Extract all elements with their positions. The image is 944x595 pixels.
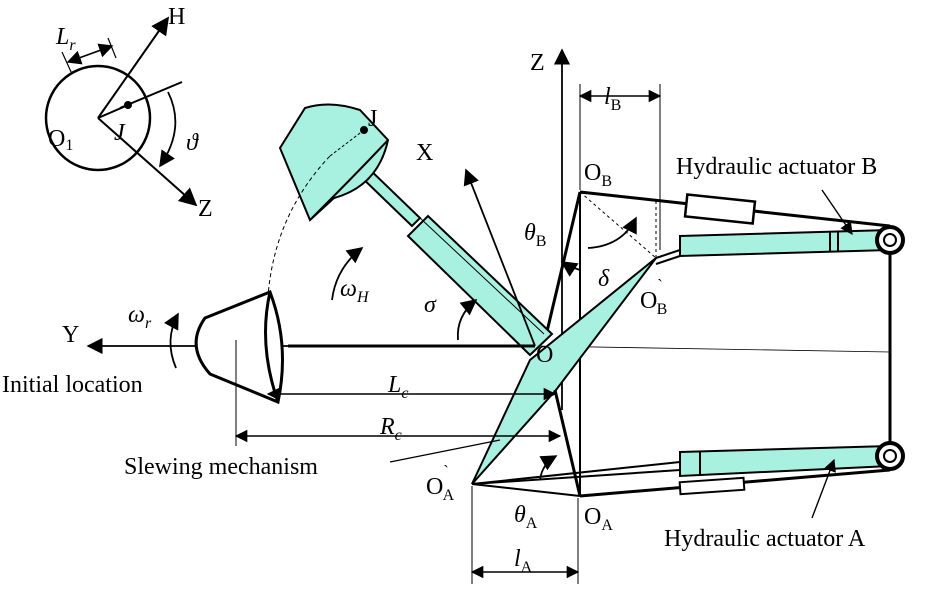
omega-r-label: ωr [128,302,152,332]
theta-a-label: θA [514,502,538,532]
omega-h-arc [331,247,364,301]
inset-lr-dim [66,43,114,65]
inset-h-axis [97,16,170,119]
sigma-arc [456,298,478,341]
pivot-a-inner [883,449,897,463]
center-line [534,345,891,353]
theta-b-label: θB [524,220,546,250]
delta-label: δ [598,266,610,292]
inset-lr-label: Lr [55,24,76,54]
oa-prime-label: O`A [426,463,455,504]
lc-label: Lc [387,372,408,402]
lb-label: lB [604,84,621,114]
actuator-a-bracket [678,476,746,496]
hydraulic-actuator-b [655,228,891,265]
inset-z-axis [97,117,198,207]
ob-dotted-1 [579,191,657,259]
leader-slewing [389,439,501,463]
boom-arm [354,162,554,357]
rc-label: Rc [379,414,402,444]
leader-hydraulic-b [821,189,853,236]
z-label: Z [530,50,545,76]
omega-h-label: ωH [340,276,370,306]
initial-location-label: Initial location [2,372,143,398]
hydraulic-b-label: Hydraulic actuator B [676,154,877,180]
inset-j-point [124,101,132,109]
pivot-b-inner [883,233,897,247]
frame-o-to-oa [553,389,582,497]
hydraulic-actuator-a [471,444,891,485]
inset-theta-label: ϑ [186,130,199,156]
cutter-head-initial [194,290,284,405]
j-point [360,126,368,134]
inset-z-label: Z [198,196,213,222]
hydraulic-a-label: Hydraulic actuator A [664,526,866,552]
o-label: O [536,342,553,368]
slewing-label: Slewing mechanism [124,454,318,480]
oa-label: OA [584,504,613,534]
inset-j-label: J [114,120,126,146]
ob-dotted-3 [579,191,657,201]
ob-prime-label: O`B [640,277,667,318]
inset-circle [44,64,152,172]
y-label: Y [62,322,79,348]
j-label: J [368,106,377,132]
la-label: lA [514,546,533,576]
cutter-head-rim [311,139,389,219]
actuator-b-bracket [683,193,757,225]
leader-hydraulic-a [811,458,836,519]
x-axis [463,168,536,347]
frame-oa-link [471,483,581,497]
inset-o1-label: O1 [48,126,73,154]
inset-theta-arc [159,91,177,168]
x-label: X [416,140,433,166]
ob-label: OB [584,160,612,190]
delta-arc [587,216,637,249]
theta-b-arc [560,261,581,277]
inset-lr-tick1 [61,51,73,75]
sigma-label: σ [424,292,437,318]
j-dash [329,129,365,157]
inset-lr-tick2 [107,37,117,59]
theta-a-arc [539,455,558,481]
inset-h-label: H [168,4,185,30]
omega-r-arc [163,312,179,369]
swing-arc [266,155,331,341]
